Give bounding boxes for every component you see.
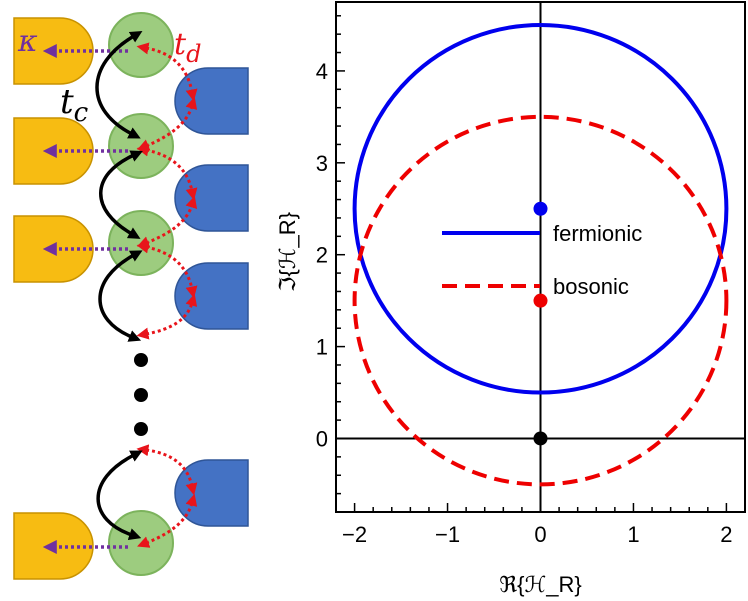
td-arrow [136,42,198,102]
kappa-arrows [42,44,128,554]
fermionic-circle [352,22,729,395]
tc-arrow [98,250,143,342]
td-arrows [136,42,198,548]
x-tick-label: 1 [627,522,639,547]
points [533,201,548,446]
ellipsis-dots [134,353,148,436]
td-label: td [174,27,201,68]
y-tick-label: 2 [316,243,328,268]
right-reservoir [174,67,249,135]
td-arrow [136,293,198,340]
eigenvalue-point [533,431,548,446]
y-axis-label: ℑ{ℋ_R} [275,212,300,292]
ellipsis-dot [134,353,148,367]
kappa-label: κ [17,24,38,59]
spectrum-chart: −2 −1 0 1 2 0 1 2 3 4 fermionic bosonic ℜ{ℋ_R} ℑ{ℋ_… [275,1,746,597]
ticks [335,15,746,513]
y-tick-label: 4 [316,59,328,84]
left-reservoir [13,215,94,283]
eigenvalue-point [533,293,548,308]
td-arrow [137,493,198,548]
tc-arrow [95,31,143,139]
curves [352,22,729,487]
axis-labels: ℜ{ℋ_R} ℑ{ℋ_R} [275,212,582,597]
td-arrow [137,195,198,248]
x-tick-label: 2 [720,522,732,547]
ellipsis-dot [134,422,148,436]
tc-arrow [96,450,143,541]
tc-label-main: t [60,82,74,122]
y-tick-label: 0 [316,426,328,451]
x-axis-label: ℜ{ℋ_R} [499,572,581,597]
legend: fermionic bosonic [442,221,642,299]
td-arrow [136,144,198,201]
tick-labels: −2 −1 0 1 2 0 1 2 3 4 [316,59,733,547]
chain-diagram: κ td tc [13,12,249,580]
left-reservoir [13,512,94,580]
bosonic-circle [352,114,729,487]
tc-label: tc [60,82,89,128]
tc-label-sub: c [74,98,89,128]
bosonic-legend-label: bosonic [553,274,629,299]
td-arrow [136,444,198,496]
fermionic-legend-label: fermionic [553,221,642,246]
td-arrow [137,96,198,151]
x-tick-label: 0 [534,522,546,547]
td-arrow [136,241,198,299]
td-label-sub: d [186,40,201,68]
sites [108,12,174,576]
right-reservoirs [174,67,249,527]
y-tick-label: 1 [316,335,328,360]
site [108,510,174,576]
x-tick-label: −2 [342,522,367,547]
eigenvalue-point [533,201,548,216]
y-tick-label: 3 [316,151,328,176]
ellipsis-dot [134,388,148,402]
x-tick-label: −1 [435,522,460,547]
td-label-main: t [174,27,187,62]
tc-arrows [95,31,143,541]
tc-arrow [99,150,143,239]
